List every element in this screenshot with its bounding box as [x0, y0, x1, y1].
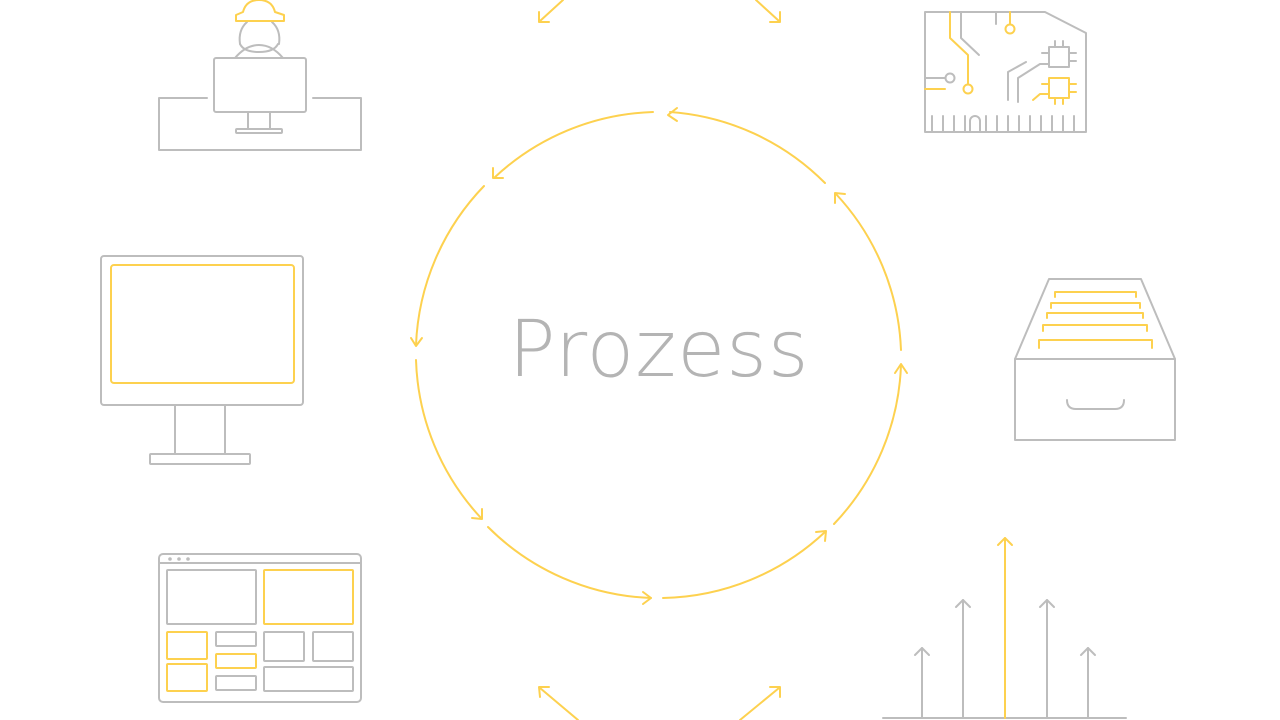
arrow-head-icon — [815, 530, 827, 542]
window-dots-icon — [168, 557, 190, 561]
center-label: Prozess — [508, 305, 810, 395]
arrow-head-icon — [492, 167, 504, 179]
edge-arrow-top-left — [539, 0, 564, 22]
arrow-head-icon — [642, 591, 652, 605]
arrow-head-icon — [894, 363, 908, 374]
arrow-head-icon — [834, 192, 846, 204]
cycle-arc-lower-left — [415, 359, 482, 519]
edge-arrow-bottom-right — [739, 687, 780, 720]
cycle-arc-left — [415, 185, 485, 346]
edge-arrow-top-right — [755, 0, 780, 22]
cycle-arc-upper-right — [835, 193, 902, 351]
arrow-head-icon — [410, 337, 423, 347]
cycle-arc-lower-right — [662, 531, 826, 599]
arrow-head-icon — [471, 508, 483, 520]
arrow-head-icon — [667, 107, 678, 122]
cycle-arc-bottom — [487, 526, 652, 599]
cycle-arc-top — [669, 111, 826, 184]
cycle-arc-upper-left — [493, 111, 654, 179]
cycle-arc-right — [833, 364, 902, 525]
edge-arrow-bottom-left — [539, 687, 579, 720]
